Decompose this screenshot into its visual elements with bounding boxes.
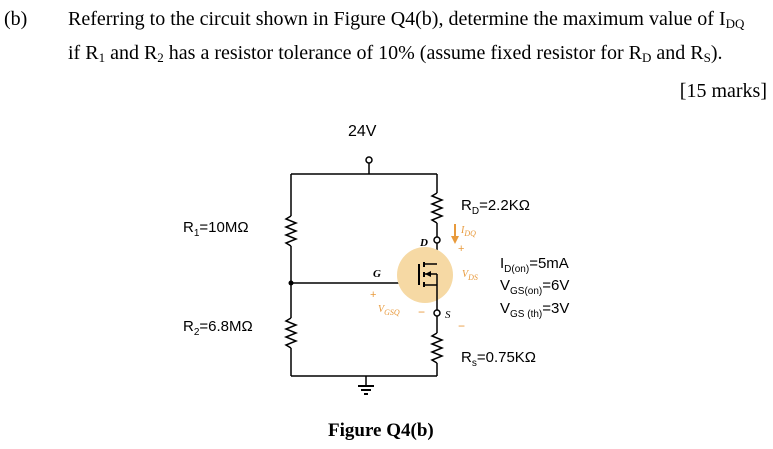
vgsq-minus: −	[418, 305, 425, 319]
rd-label: RD=2.2KΩ	[461, 197, 530, 217]
question-line-2: if R1 and R2 has a resistor tolerance of…	[68, 42, 722, 65]
supply-label: 24V	[348, 123, 377, 140]
pin-d-label: D	[419, 237, 428, 249]
pin-g-label: G	[373, 268, 381, 280]
subscript: 1	[98, 50, 106, 65]
question-text: has a resistor tolerance of 10% (assume …	[163, 42, 642, 64]
question-text: if R	[68, 42, 99, 64]
subscript: 2	[157, 50, 164, 65]
id-on-label: ID(on)=5mA	[500, 255, 569, 275]
vgs-on-label: VGS(on)=6V	[500, 277, 569, 297]
idq-label: IDQ	[460, 225, 476, 238]
subscript: DQ	[725, 16, 745, 31]
rs-label: Rs=0.75KΩ	[461, 349, 536, 369]
r2-label: R2=6.8MΩ	[183, 318, 253, 338]
terminal-source	[433, 309, 441, 317]
vds-label: VDS	[462, 269, 478, 282]
resistor-rd	[429, 192, 445, 224]
question-text: and R	[105, 42, 158, 64]
question-text: ).	[710, 42, 723, 64]
resistor-r2	[283, 317, 299, 349]
vgsq-label: VGSQ	[378, 304, 400, 317]
question-line-1: Referring to the circuit shown in Figure…	[68, 8, 744, 31]
pin-s-label: S	[445, 309, 451, 321]
terminal-drain	[433, 236, 441, 244]
question-label: (b)	[4, 8, 28, 30]
marks-label: [15 marks]	[679, 80, 767, 102]
question-text: Referring to the circuit shown in Figure…	[68, 8, 726, 30]
vgsq-plus: +	[370, 289, 376, 301]
r1-label: R1=10MΩ	[183, 219, 249, 239]
resistor-rs	[429, 332, 445, 364]
subscript: S	[703, 50, 711, 65]
resistor-r1	[283, 215, 299, 247]
current-arrow-icon	[451, 236, 459, 244]
question-text: and R	[651, 42, 704, 64]
vgs-th-label: VGS (th)=3V	[500, 300, 569, 320]
figure-caption: Figure Q4(b)	[328, 420, 434, 441]
subscript: D	[641, 50, 652, 65]
vds-plus: +	[458, 243, 464, 255]
vds-minus: −	[458, 319, 465, 333]
supply-terminal	[365, 156, 373, 164]
mosfet-arrow-icon	[425, 271, 431, 277]
